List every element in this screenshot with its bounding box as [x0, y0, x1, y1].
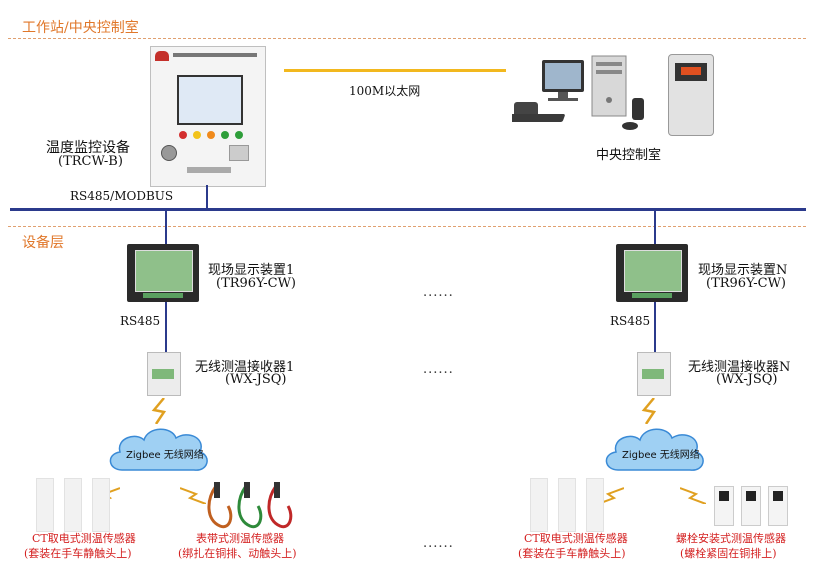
left-receiver-stripe	[152, 369, 174, 379]
right-sensor2-title: 螺栓安装式测温传感器	[676, 532, 786, 545]
indicator-light-orange	[207, 131, 215, 139]
ct-sensor-1	[36, 478, 54, 532]
indicator-light-yellow	[193, 131, 201, 139]
ellipsis-receiver: ......	[423, 362, 454, 377]
right-ct-sensors	[530, 478, 604, 532]
left-receiver-model: (WX-JSQ)	[225, 372, 287, 387]
left-rs485-line	[165, 302, 167, 352]
right-sensor1-note: (套装在手车静触头上)	[518, 547, 626, 560]
left-ct-sensors	[36, 478, 110, 532]
cabinet-bus-drop	[206, 185, 208, 209]
ellipsis-display: ......	[423, 285, 454, 300]
right-signal-a-icon	[597, 486, 625, 505]
indicator-light-green	[221, 131, 229, 139]
right-receiver-stripe	[642, 369, 664, 379]
right-rs485-label: RS485	[610, 314, 651, 328]
right-signal-b-icon	[679, 486, 707, 505]
right-display-model: (TR96Y-CW)	[706, 276, 786, 291]
left-display-device	[127, 244, 199, 302]
cabinet-switch	[161, 145, 177, 161]
control-room-label: 中央控制室	[596, 148, 662, 163]
strap-sensors	[206, 480, 302, 530]
cabinet-logo	[155, 51, 169, 61]
right-bus-drop	[654, 210, 656, 246]
right-sensor2-note: (螺栓紧固在铜排上)	[680, 547, 777, 560]
left-receiver-name: 无线测温接收器1	[195, 360, 295, 375]
rs485-bus	[10, 208, 806, 211]
ethernet-label: 100M以太网	[349, 84, 421, 98]
ct-sensor-r3	[586, 478, 604, 532]
right-receiver	[637, 352, 671, 396]
cabinet-screen	[177, 75, 243, 125]
rs485-modbus-label: RS485/MODBUS	[70, 189, 174, 203]
left-receiver	[147, 352, 181, 396]
right-zigbee-label: Zigbee 无线网络	[622, 450, 700, 461]
workstation-layer-title: 工作站/中央控制室	[22, 20, 139, 36]
left-display-name: 现场显示装置1	[208, 263, 295, 278]
monitor-cabinet	[150, 46, 266, 187]
right-zigbee-cloud	[600, 422, 710, 482]
workstation-layer-line	[8, 38, 806, 39]
left-sensor2-note: (绑扎在铜排、动触头上)	[178, 547, 297, 560]
left-sensor1-title: CT取电式测温传感器	[32, 532, 136, 545]
right-sensor1-title: CT取电式测温传感器	[524, 532, 628, 545]
ethernet-line	[284, 69, 506, 72]
right-rs485-line	[654, 302, 656, 352]
device-layer-line	[8, 226, 806, 227]
indicator-light-red	[179, 131, 187, 139]
computer-icon	[497, 52, 662, 132]
cabinet-nameplate	[173, 53, 257, 57]
bolt-sensors	[714, 486, 790, 526]
left-zigbee-cloud	[104, 422, 214, 482]
right-receiver-model: (WX-JSQ)	[716, 372, 778, 387]
left-sensor1-note: (套装在手车静触头上)	[24, 547, 132, 560]
monitor-name: 温度监控设备	[46, 140, 130, 156]
bolt-sensor-3	[768, 486, 788, 526]
ups-display	[681, 67, 701, 75]
left-signal-b-icon	[179, 486, 207, 505]
right-receiver-name: 无线测温接收器N	[688, 360, 791, 375]
right-display-keys	[632, 293, 672, 298]
left-display-model: (TR96Y-CW)	[216, 276, 296, 291]
ct-sensor-2	[64, 478, 82, 532]
left-bus-drop	[165, 210, 167, 246]
bolt-sensor-1	[714, 486, 734, 526]
indicator-light-green-2	[235, 131, 243, 139]
ups-icon	[668, 54, 714, 136]
left-display-screen	[135, 250, 193, 292]
bolt-sensor-2	[741, 486, 761, 526]
right-display-screen	[624, 250, 682, 292]
left-display-keys	[143, 293, 183, 298]
device-layer-title: 设备层	[22, 235, 64, 251]
ct-sensor-r2	[558, 478, 576, 532]
left-sensor2-title: 表带式测温传感器	[196, 532, 284, 545]
right-wireless-signal-icon	[640, 397, 660, 425]
monitor-model: (TRCW-B)	[58, 154, 123, 169]
right-display-name: 现场显示装置N	[698, 263, 788, 278]
ct-sensor-r1	[530, 478, 548, 532]
left-wireless-signal-icon	[150, 397, 170, 425]
right-display-device	[616, 244, 688, 302]
cabinet-speaker	[229, 145, 249, 161]
ct-sensor-3	[92, 478, 110, 532]
cabinet-footer-plate	[187, 167, 231, 173]
left-zigbee-label: Zigbee 无线网络	[126, 450, 204, 461]
ellipsis-sensor: ......	[423, 536, 454, 551]
left-rs485-label: RS485	[120, 314, 161, 328]
